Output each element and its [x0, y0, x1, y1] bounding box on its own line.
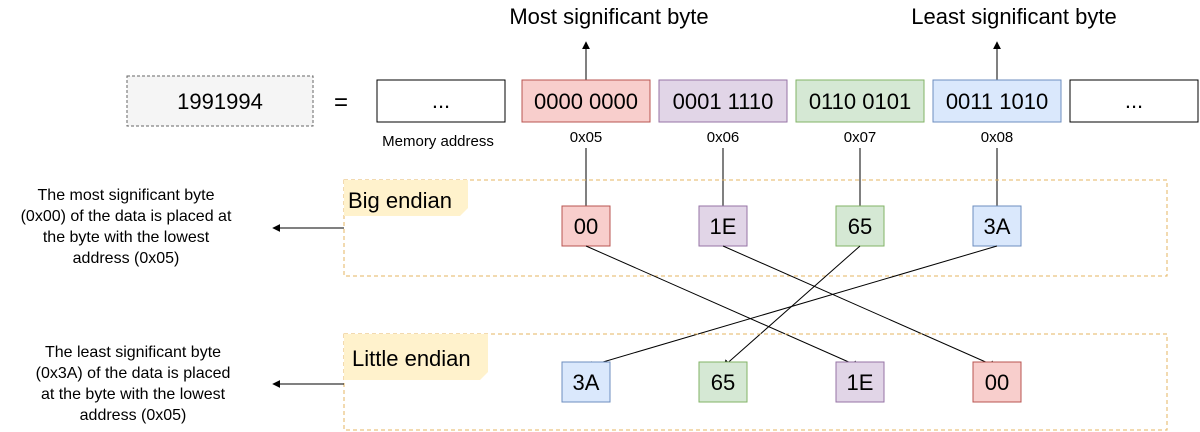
big-endian-byte-hex: 1E	[710, 214, 737, 239]
big-endian-byte-hex: 3A	[984, 214, 1011, 239]
value-text: 1991994	[177, 89, 263, 114]
memory-trailing-cell	[1069, 79, 1199, 123]
memory-row: ... 0000 0000 0001 1110 0110 0101 0011 1…	[376, 79, 1199, 123]
big-endian-byte: 1E	[698, 205, 748, 247]
description-line: (0x3A) of the data is placed	[36, 365, 231, 382]
big-endian-byte-hex: 00	[574, 214, 598, 239]
description-line: address (0x05)	[80, 407, 187, 424]
memory-byte-binary: 0011 1010	[946, 89, 1048, 114]
memory-byte-box	[521, 79, 651, 123]
description-line: (0x00) of the data is placed at	[21, 208, 232, 225]
memory-byte-binary: 0001 1110	[673, 89, 774, 114]
little-endian-byte: 00	[972, 361, 1022, 403]
memory-byte-box	[932, 79, 1062, 123]
memory-byte-binary: 0000 0000	[534, 89, 638, 114]
address-label: 0x08	[981, 129, 1014, 146]
little-endian-byte: 3A	[561, 361, 611, 403]
big-endian-container	[343, 179, 1168, 277]
big-endian-byte: 3A	[972, 205, 1022, 247]
memory-byte-cell: 0001 1110	[658, 79, 788, 123]
memory-leading-cell	[376, 79, 506, 123]
equals-sign: =	[334, 89, 348, 116]
little-endian-container	[343, 333, 1168, 431]
little-endian-title: Little endian	[352, 346, 471, 371]
value-box: 1991994	[126, 75, 314, 127]
memory-leading-ellipsis: ...	[432, 88, 450, 113]
big-endian-description: The most significant byte (0x00) of the …	[21, 187, 232, 267]
least-significant-byte-header: Least significant byte	[911, 4, 1116, 29]
big-endian-byte: 00	[561, 205, 611, 247]
address-label: 0x07	[844, 129, 877, 146]
big-endian-tag	[344, 180, 468, 216]
big-endian-title: Big endian	[348, 188, 452, 213]
memory-byte-box	[658, 79, 788, 123]
little-endian-byte-hex: 00	[985, 370, 1009, 395]
description-line: at the byte with the lowest	[41, 386, 226, 403]
big-endian-byte-hex: 65	[848, 214, 872, 239]
memory-byte-cell: 0011 1010	[932, 79, 1062, 123]
description-line: address (0x05)	[73, 250, 180, 267]
big-endian-byte: 65	[835, 205, 885, 247]
little-endian-byte-hex: 3A	[573, 370, 600, 395]
cross-arrow	[585, 245, 861, 368]
little-endian-byte-hex: 1E	[847, 370, 874, 395]
cross-arrow	[722, 245, 998, 368]
memory-byte-binary: 0110 0101	[809, 89, 911, 114]
little-endian-tag	[344, 334, 488, 380]
description-line: The least significant byte	[45, 344, 221, 361]
address-label: 0x05	[570, 129, 603, 146]
most-significant-byte-header: Most significant byte	[509, 4, 708, 29]
memory-byte-box	[795, 79, 925, 123]
memory-trailing-ellipsis: ...	[1125, 88, 1143, 113]
description-line: the byte with the lowest	[43, 229, 210, 246]
little-endian-byte: 65	[698, 361, 748, 403]
little-endian-byte-hex: 65	[711, 370, 735, 395]
memory-byte-cell: 0110 0101	[795, 79, 925, 123]
cross-arrow	[585, 245, 998, 369]
memory-address-label: Memory address	[382, 133, 494, 150]
description-line: The most significant byte	[38, 187, 215, 204]
little-endian-byte: 1E	[835, 361, 885, 403]
memory-byte-cell: 0000 0000	[521, 79, 651, 123]
little-endian-description: The least significant byte (0x3A) of the…	[36, 344, 231, 424]
address-label: 0x06	[707, 129, 740, 146]
